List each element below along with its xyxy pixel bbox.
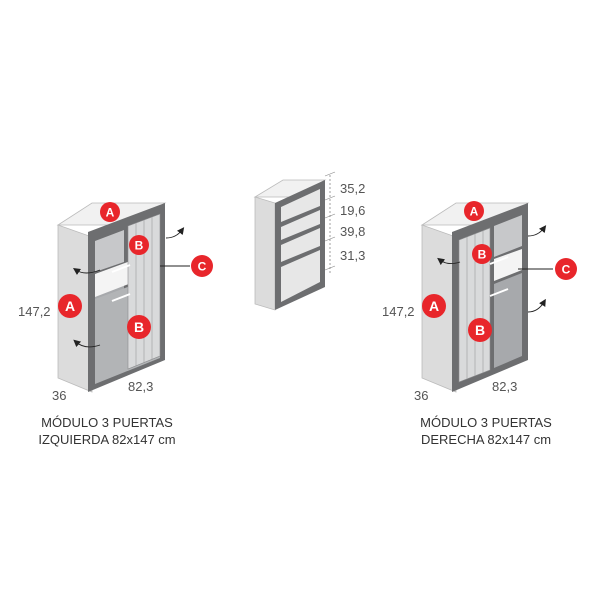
- left-width-dim: 82,3: [128, 379, 153, 394]
- right-badge-b-lower: B: [468, 318, 492, 342]
- right-caption-line1: MÓDULO 3 PUERTAS: [420, 415, 552, 430]
- left-caption-line1: MÓDULO 3 PUERTAS: [41, 415, 173, 430]
- left-caption-line2: IZQUIERDA 82x147 cm: [38, 432, 175, 447]
- svg-text:A: A: [429, 298, 439, 314]
- center-shelf-dim-3: 39,8: [340, 224, 365, 239]
- svg-text:C: C: [198, 260, 207, 274]
- left-open-arrow-2: [73, 339, 101, 348]
- center-module-side: [254, 196, 276, 311]
- svg-text:B: B: [135, 239, 144, 253]
- center-shelf-3: [281, 246, 320, 267]
- center-shelf-dim-4: 31,3: [340, 248, 365, 263]
- left-depth-dim: 36: [52, 388, 66, 403]
- svg-text:B: B: [475, 322, 485, 338]
- left-badge-c: C: [191, 255, 213, 277]
- right-open-arrow-1: [437, 257, 461, 266]
- center-shelf-2: [281, 224, 320, 245]
- left-open-arrow-1: [73, 268, 101, 275]
- center-shelf-1: [281, 206, 320, 227]
- center-module: [253, 171, 336, 311]
- left-handle-lower: [111, 293, 131, 302]
- left-handle-upper: [111, 264, 131, 273]
- center-shelf-dim-1: 35,2: [340, 181, 365, 196]
- svg-text:A: A: [106, 206, 115, 220]
- svg-text:B: B: [478, 248, 487, 262]
- right-open-arrow-3: [527, 298, 546, 313]
- svg-text:B: B: [134, 319, 144, 335]
- right-height-dim: 147,2: [382, 304, 415, 319]
- left-badge-a-side: A: [58, 294, 82, 318]
- right-open-arrow-2: [527, 225, 547, 237]
- right-width-dim: 82,3: [492, 379, 517, 394]
- right-open-shelf: [494, 249, 522, 281]
- left-open-arrow-3: [165, 227, 185, 239]
- right-handle-upper: [489, 256, 509, 265]
- left-height-dim: 147,2: [18, 304, 51, 319]
- right-lower-door: [494, 273, 522, 368]
- right-badge-a-top: A: [464, 201, 484, 221]
- svg-text:A: A: [65, 298, 75, 314]
- right-handle-lower: [489, 288, 509, 297]
- right-caption-line2: DERECHA 82x147 cm: [421, 432, 551, 447]
- left-upper-door: [95, 230, 124, 272]
- right-badge-b-upper: B: [472, 244, 492, 264]
- center-shelf-dim-2: 19,6: [340, 203, 365, 218]
- svg-text:C: C: [562, 263, 571, 277]
- right-badge-c: C: [555, 258, 577, 280]
- right-upper-door: [494, 215, 522, 257]
- right-module: [420, 202, 553, 393]
- svg-text:A: A: [470, 205, 479, 219]
- right-badge-a-side: A: [422, 294, 446, 318]
- center-module-interior: [281, 189, 320, 302]
- left-badge-b-upper: B: [129, 235, 149, 255]
- left-badge-b-lower: B: [127, 315, 151, 339]
- right-depth-dim: 36: [414, 388, 428, 403]
- left-badge-a-top: A: [100, 202, 120, 222]
